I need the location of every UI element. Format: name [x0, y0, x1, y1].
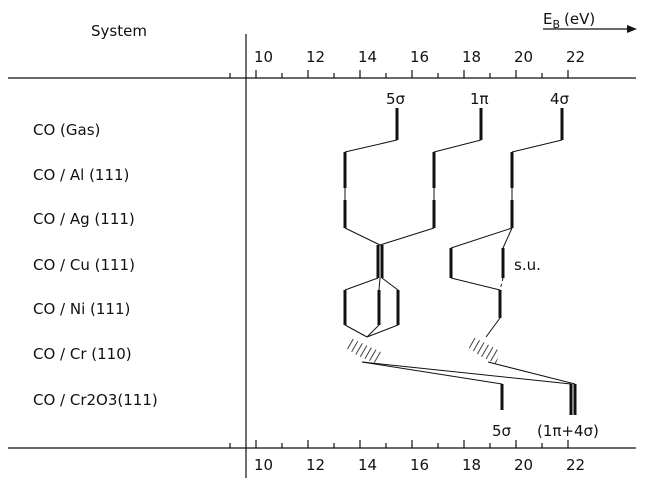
system-label-co-gas: CO (Gas) [33, 121, 100, 139]
orbital-label-5sigma: 5σ [386, 90, 406, 108]
connector [433, 139, 482, 153]
top-tick-labels: 10 12 14 16 18 20 22 [254, 48, 585, 66]
energy-level-bars [343, 108, 577, 415]
connector [344, 139, 398, 153]
connector [344, 277, 379, 291]
connector [344, 227, 381, 246]
connector [378, 277, 381, 291]
bottom-label-5sigma: 5σ [492, 422, 512, 440]
energy-arrow-head [627, 25, 637, 33]
energy-symbol: E [543, 10, 552, 28]
top-tick-label: 12 [306, 48, 325, 66]
bottom-tick-label: 20 [514, 456, 533, 474]
shake-up-label: s.u. [514, 256, 541, 274]
top-tick-label: 14 [358, 48, 377, 66]
broad-level-cr-5sigma [346, 337, 381, 364]
connector [361, 361, 503, 385]
broad-level-cr-4sigma [469, 337, 500, 364]
top-axis-ticks [229, 70, 569, 78]
system-label-co-ag: CO / Ag (111) [33, 210, 135, 228]
bottom-tick-label: 14 [358, 456, 377, 474]
connector [511, 139, 563, 153]
connector [366, 324, 399, 338]
connector [366, 324, 380, 338]
bottom-tick-label: 16 [410, 456, 429, 474]
connector [381, 277, 399, 291]
system-label-co-cr2o3: CO / Cr2O3(111) [33, 391, 158, 409]
orbital-label-4sigma: 4σ [550, 90, 570, 108]
bottom-tick-labels: 10 12 14 16 18 20 22 [254, 456, 585, 474]
bottom-tick-label: 18 [462, 456, 481, 474]
energy-subscript: B [552, 18, 560, 31]
orbital-label-1pi: 1π [470, 90, 489, 108]
bottom-tick-label: 22 [566, 456, 585, 474]
system-column-header: System [91, 22, 147, 40]
system-label-co-al: CO / Al (111) [33, 166, 129, 184]
connector [485, 317, 501, 338]
bottom-axis-ticks [229, 440, 569, 448]
top-tick-label: 20 [514, 48, 533, 66]
system-label-co-cu: CO / Cu (111) [33, 256, 135, 274]
top-tick-label: 16 [410, 48, 429, 66]
connector [379, 227, 435, 246]
bottom-tick-label: 12 [306, 456, 325, 474]
connector-dashed [499, 277, 504, 291]
system-label-co-cr: CO / Cr (110) [33, 345, 132, 363]
svg-text:EB(eV): EB (eV) [543, 10, 595, 31]
bottom-tick-label: 10 [254, 456, 273, 474]
top-tick-label: 22 [566, 48, 585, 66]
energy-unit: (eV) [564, 10, 595, 28]
top-tick-label: 18 [462, 48, 481, 66]
connector [450, 227, 513, 249]
connector [502, 227, 513, 249]
connector-lines [344, 139, 576, 385]
connector [344, 324, 368, 338]
connector [361, 361, 572, 385]
connector [450, 277, 501, 291]
bottom-label-mix: (1π+4σ) [537, 422, 599, 440]
top-tick-label: 10 [254, 48, 273, 66]
connector [487, 361, 576, 385]
energy-axis-header: EB (eV) [543, 10, 595, 31]
system-label-co-ni: CO / Ni (111) [33, 300, 130, 318]
